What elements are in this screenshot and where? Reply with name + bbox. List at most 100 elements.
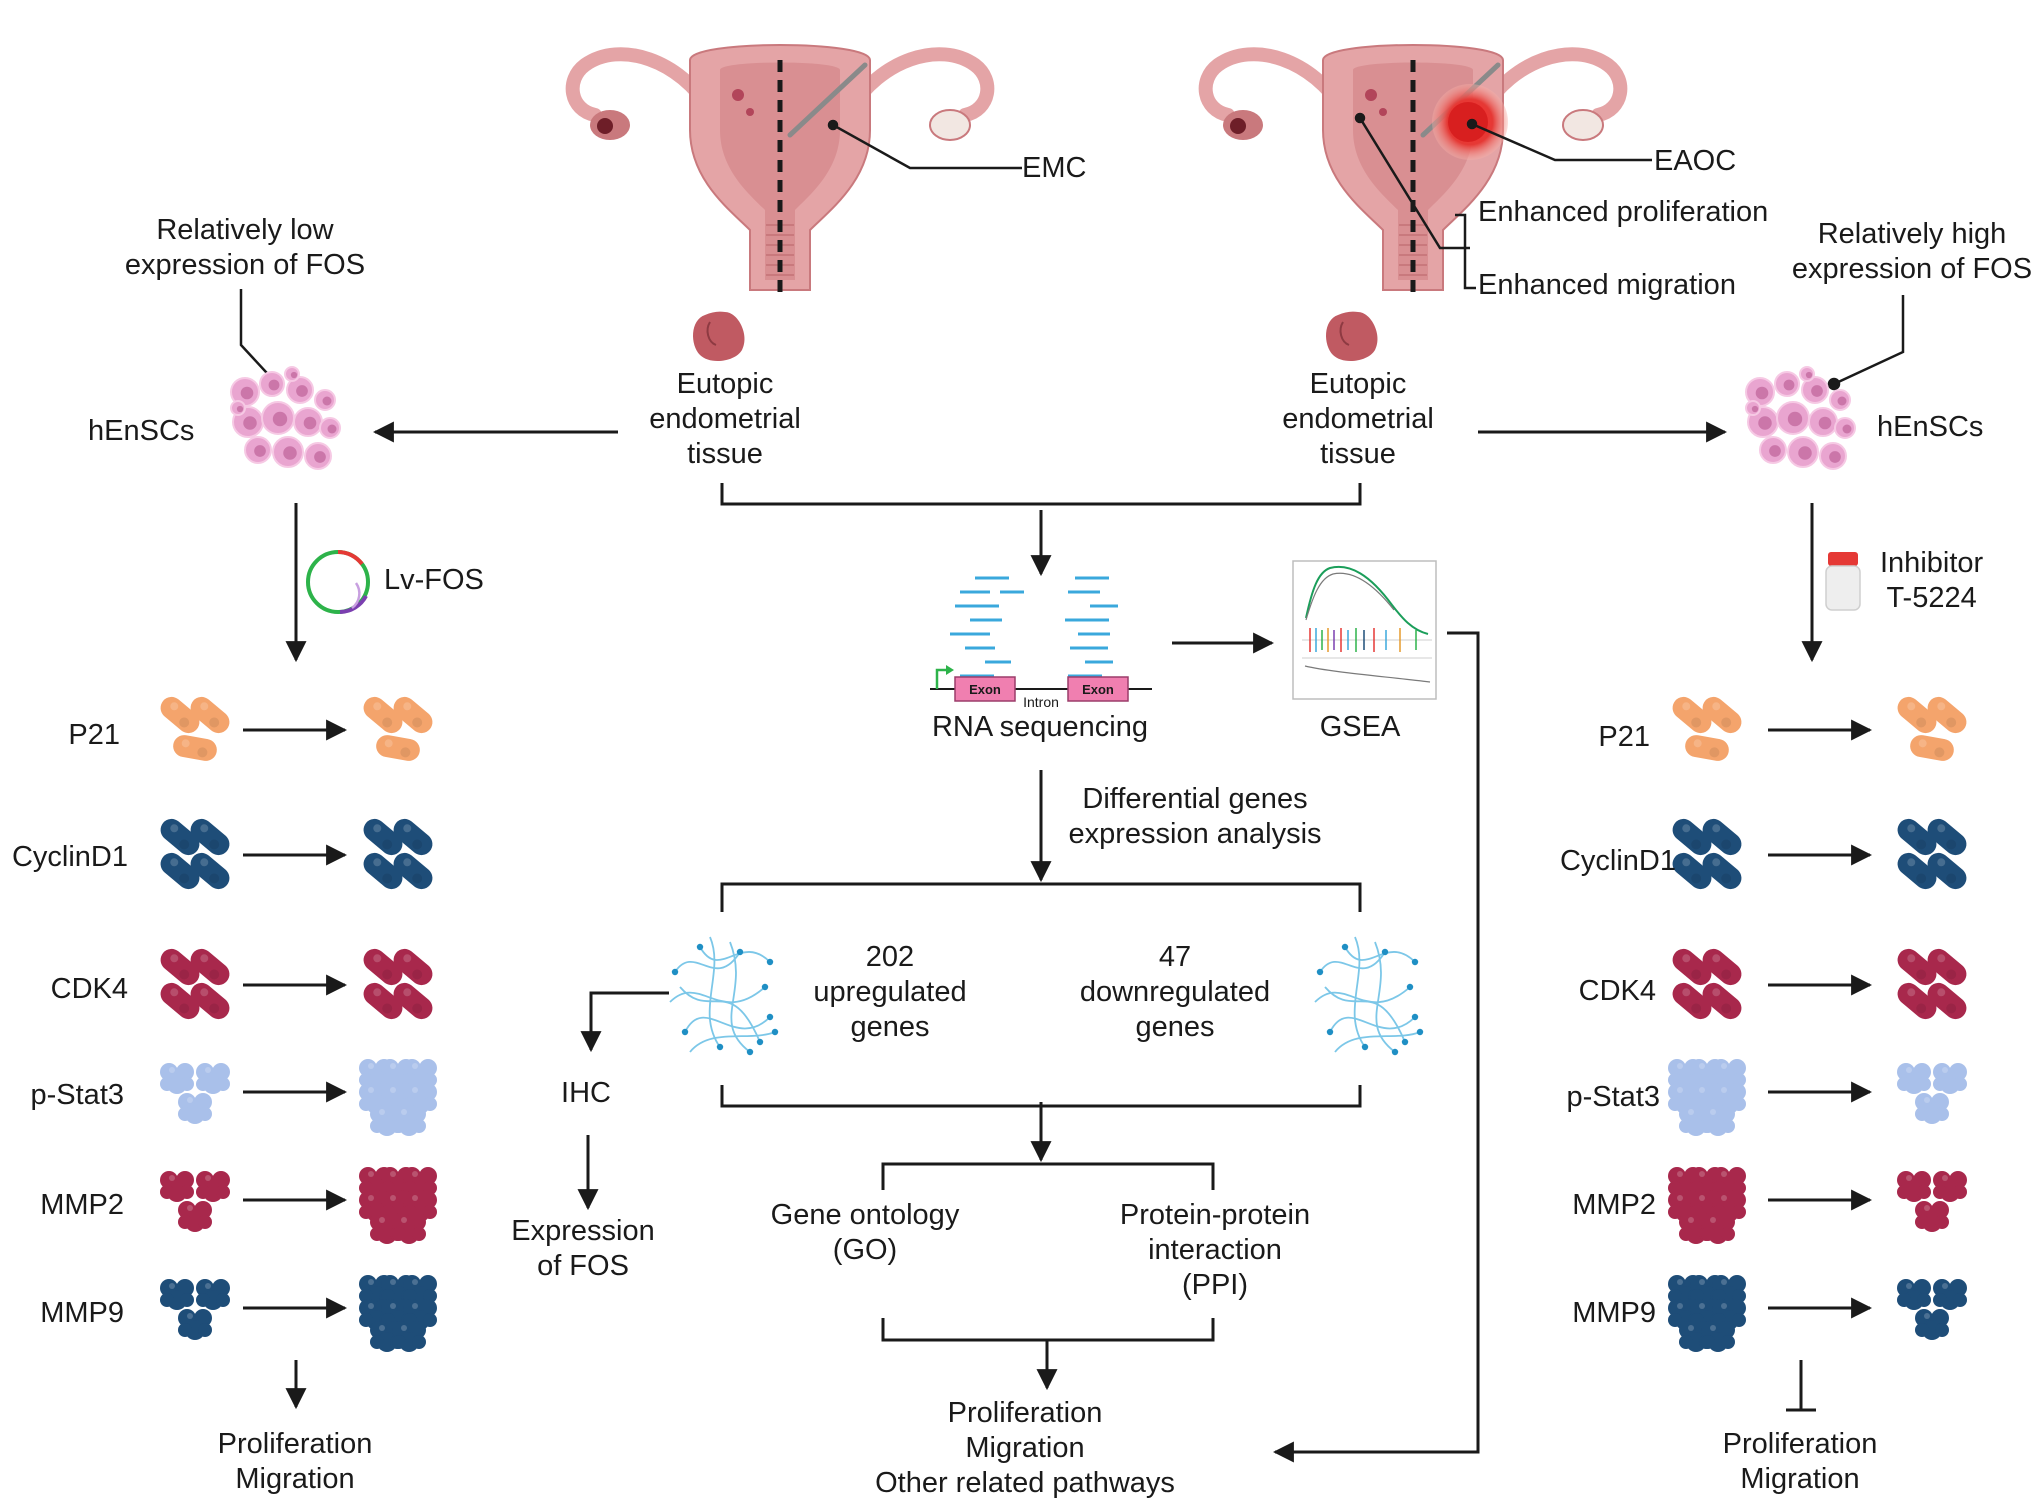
intron-label: Intron xyxy=(1023,694,1059,710)
protein-molecule xyxy=(1915,1093,1949,1124)
protein-molecule xyxy=(1933,1171,1967,1202)
protein-molecule xyxy=(1897,852,1937,890)
protein-molecule xyxy=(363,696,403,734)
tissue-sample-right xyxy=(1326,311,1378,362)
ppi-label: Protein-protein interaction (PPI) xyxy=(1119,1199,1311,1301)
network-edge xyxy=(1353,936,1366,1048)
protein-molecule xyxy=(1933,1063,1967,1094)
network-node xyxy=(1381,948,1389,956)
exon-label-2: Exon xyxy=(1082,682,1114,697)
protein-molecule xyxy=(1702,852,1742,890)
protein-molecule xyxy=(190,948,230,986)
henscs-right-label: hEnSCs xyxy=(1877,411,1984,443)
protein-molecule xyxy=(190,982,230,1020)
network-edge xyxy=(1334,1031,1421,1053)
protein-molecule xyxy=(160,982,200,1020)
protein-molecule xyxy=(393,696,433,734)
protein-label-left-mmp2: MMP2 xyxy=(40,1189,124,1221)
protein-molecule xyxy=(1927,982,1967,1020)
network-edge xyxy=(699,946,771,963)
protein-molecule xyxy=(1672,696,1712,734)
gene-network-icon-right xyxy=(1314,936,1424,1056)
protein-molecule xyxy=(196,1063,230,1094)
network-node xyxy=(681,1028,689,1036)
center-outcome-label: Proliferation Migration Other related pa… xyxy=(875,1397,1175,1499)
upregulated-genes-label: 202 upregulated genes xyxy=(813,941,967,1043)
protein-molecule xyxy=(1702,948,1742,986)
exon-label-1: Exon xyxy=(969,682,1001,697)
eutopic-tissue-right-label: Eutopic endometrial tissue xyxy=(1282,368,1434,470)
protein-molecule xyxy=(1927,948,1967,986)
protein-molecule xyxy=(160,1171,194,1202)
network-edge xyxy=(1319,951,1386,973)
henscs-left-label: hEnSCs xyxy=(88,415,195,447)
network-edge xyxy=(708,936,721,1048)
protein-molecule xyxy=(190,852,230,890)
downregulated-genes-label: 47 downregulated genes xyxy=(1079,941,1271,1043)
gsea-plot-icon xyxy=(1292,560,1437,700)
network-node xyxy=(1411,958,1419,966)
network-node xyxy=(761,983,769,991)
protein-molecule xyxy=(403,1191,437,1222)
plasmid-icon xyxy=(306,550,370,614)
protein-molecule xyxy=(173,735,217,761)
protein-molecule xyxy=(392,1105,426,1136)
protein-molecule xyxy=(1701,1105,1735,1136)
protein-label-right-cyclind1: CyclinD1 xyxy=(1559,845,1676,877)
protein-molecule xyxy=(1927,852,1967,890)
protein-molecule xyxy=(1897,1063,1931,1094)
promoter-arrow-icon xyxy=(935,668,950,689)
ovary-right xyxy=(929,109,971,141)
biopsy-instrument xyxy=(787,62,868,138)
network-node xyxy=(1391,1048,1399,1056)
protein-molecule xyxy=(393,818,433,856)
network-edge xyxy=(679,986,761,1043)
protein-molecule xyxy=(1712,1275,1746,1306)
network-node xyxy=(756,1038,764,1046)
protein-molecule xyxy=(1701,1321,1735,1352)
cell-cluster-left xyxy=(230,366,341,470)
protein-molecule xyxy=(1897,1171,1931,1202)
fallopian-tube-right xyxy=(1476,47,1628,122)
emc-label: EMC xyxy=(1022,152,1087,184)
network-edge xyxy=(1329,1016,1416,1033)
network-edge xyxy=(729,941,751,1053)
fallopian-tube-left xyxy=(1198,47,1350,122)
protein-molecule xyxy=(1702,696,1742,734)
network-node xyxy=(766,1013,774,1021)
network-node xyxy=(766,958,774,966)
protein-label-right-mmp9: MMP9 xyxy=(1572,1297,1656,1329)
protein-molecule xyxy=(1897,1279,1931,1310)
protein-molecule xyxy=(393,982,433,1020)
network-node xyxy=(746,1048,754,1056)
protein-molecule xyxy=(160,818,200,856)
high-expression-label: Relatively high expression of FOS xyxy=(1791,218,2032,285)
protein-row-mmp2 xyxy=(160,1167,1967,1244)
exon-box-2 xyxy=(1067,676,1129,702)
pointer-lines xyxy=(239,112,1905,392)
protein-label-right-cdk4: CDK4 xyxy=(1578,975,1656,1007)
network-node xyxy=(696,943,704,951)
protein-molecule xyxy=(160,948,200,986)
protein-row-cdk4 xyxy=(160,948,1967,1020)
protein-molecule xyxy=(1702,982,1742,1020)
network-edge xyxy=(669,986,766,1004)
protein-molecule xyxy=(393,852,433,890)
network-node xyxy=(1341,943,1349,951)
protein-label-left-p21: P21 xyxy=(68,719,120,751)
network-node xyxy=(1401,1038,1409,1046)
ihc-label: IHC xyxy=(561,1077,611,1109)
protein-molecule xyxy=(363,948,403,986)
lv-fos-label: Lv-FOS xyxy=(384,564,484,596)
protein-molecule xyxy=(160,696,200,734)
protein-molecule xyxy=(1702,818,1742,856)
network-edge xyxy=(689,1031,776,1053)
protein-molecule xyxy=(392,1213,426,1244)
protein-row-mmp9 xyxy=(160,1275,1967,1352)
gene-ontology-label: Gene ontology (GO) xyxy=(770,1199,960,1266)
network-node xyxy=(1406,983,1414,991)
protein-molecule xyxy=(363,982,403,1020)
protein-molecule xyxy=(160,852,200,890)
inhibitor-label: Inhibitor T-5224 xyxy=(1880,547,1984,614)
